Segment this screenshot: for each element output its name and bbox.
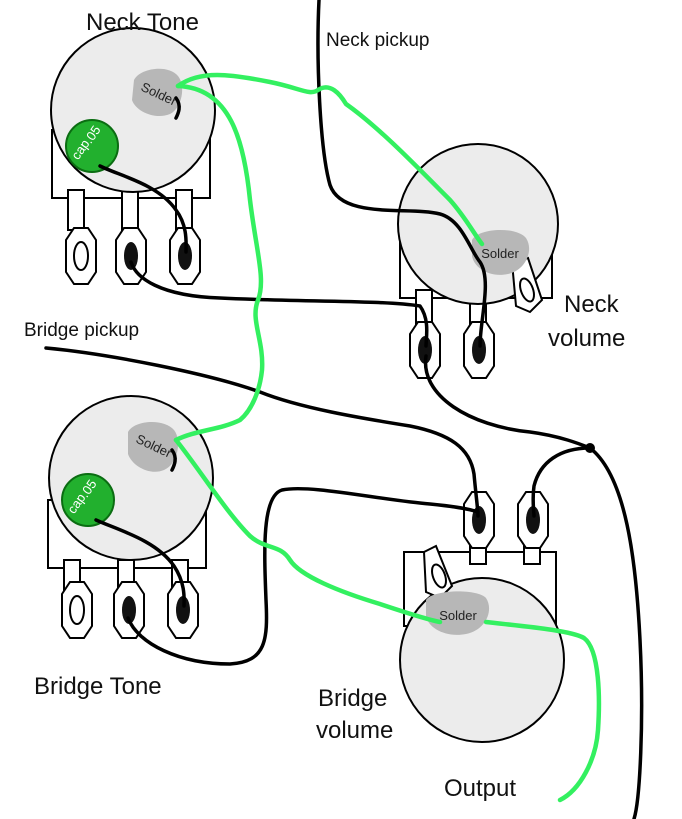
solder-label: Solder: [439, 608, 477, 623]
bridge-volume-pot: Solder: [399, 491, 565, 743]
bridge-tone-lug-1: [61, 581, 93, 639]
neck-tone-solder-joint: Solder: [132, 68, 183, 117]
junction-dot: [585, 443, 595, 453]
signal-wires: [44, 0, 644, 819]
neck-tone-lug-1: [65, 227, 97, 285]
bridge-tone-pot: Solder .05 cap: [47, 395, 214, 639]
bridge-volume-solder-joint: Solder: [426, 591, 490, 635]
bridge-pickup-label: Bridge pickup: [24, 320, 139, 341]
bridge-volume-lug-1: [463, 491, 495, 549]
neck-tone-lug-3: [169, 227, 201, 285]
neck-tone-label: Neck Tone: [86, 9, 199, 36]
neck-volume-pot: Solder: [397, 143, 559, 379]
neck-volume-label-2: volume: [548, 325, 625, 352]
bridge-volume-label-1: Bridge: [318, 685, 387, 712]
neck-tone-pot: Solder .05 cap: [50, 27, 216, 285]
bridge-tone-label: Bridge Tone: [34, 673, 162, 700]
bridge-volume-label-2: volume: [316, 717, 393, 744]
bridge-pickup-wire: [44, 346, 480, 518]
neck-pickup-wire: [316, 0, 488, 348]
solder-label: Solder: [481, 246, 519, 261]
neck-volume-solder-joint: Solder: [472, 229, 530, 275]
neck-pickup-label: Neck pickup: [326, 30, 430, 51]
bridge-tone-capacitor: .05 cap: [61, 473, 115, 527]
bridge-tone-lug-2: [113, 581, 145, 639]
bridge-tone-lug-3: [167, 581, 199, 639]
bridge-tone-solder-joint: Solder: [128, 421, 179, 472]
neck-tone-capacitor: .05 cap: [65, 119, 119, 173]
neck-volume-label-1: Neck: [564, 291, 620, 318]
neck-volume-lug-2: [463, 321, 495, 379]
ground-wires: [173, 72, 602, 803]
neck-volume-lug-1: [409, 321, 441, 379]
output-label: Output: [444, 775, 516, 802]
bridge-volume-lug-2: [517, 491, 549, 549]
neck-tone-lug-2: [115, 227, 147, 285]
